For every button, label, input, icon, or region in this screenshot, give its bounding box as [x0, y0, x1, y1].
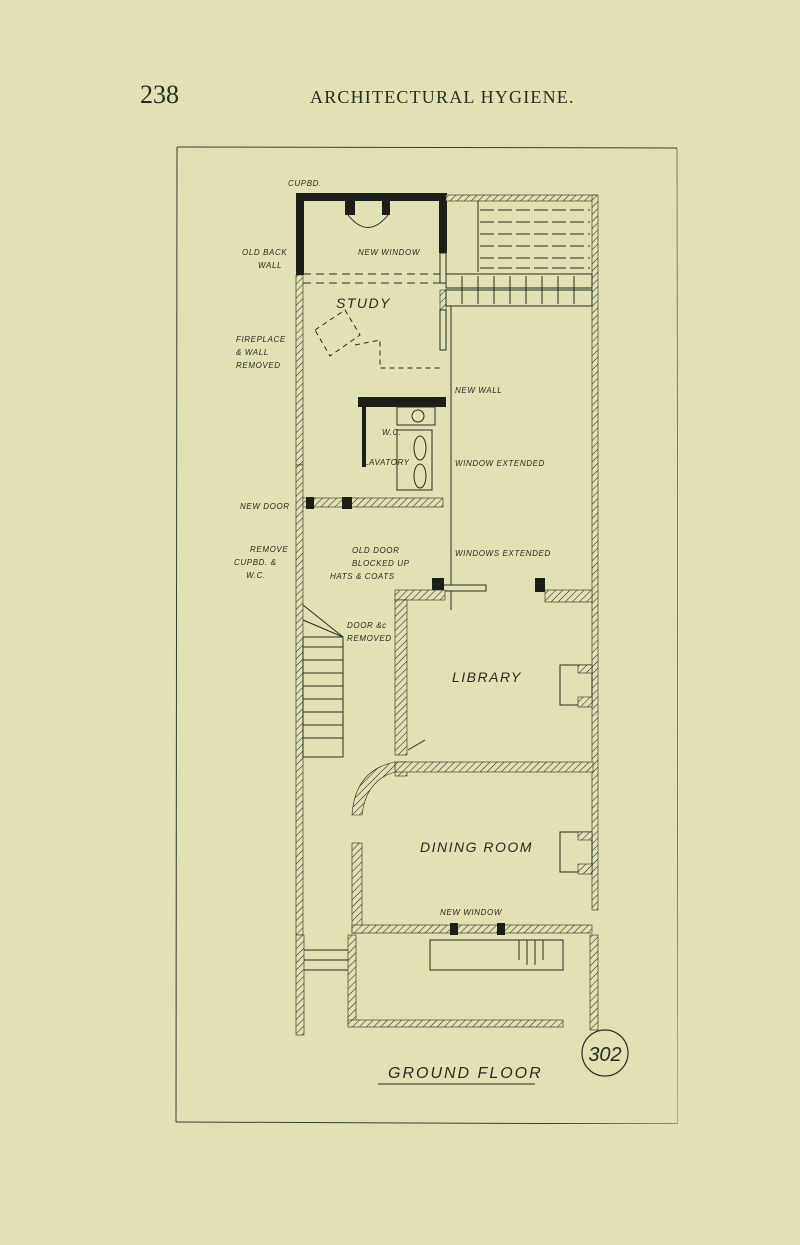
- label-fireplace: FIREPLACE: [236, 335, 286, 344]
- label-old-back-wall: OLD BACK: [242, 248, 287, 257]
- label-windows-extended: WINDOWS EXTENDED: [455, 549, 551, 558]
- label-remove-3: W.C.: [246, 571, 266, 580]
- page-number: 238: [140, 80, 179, 109]
- label-cupbd: CUPBD.: [288, 179, 322, 188]
- label-window-extended: WINDOW EXTENDED: [455, 459, 545, 468]
- label-old-back-wall-2: WALL: [258, 261, 282, 270]
- label-remove: REMOVE: [250, 545, 288, 554]
- figure-number-circle: [581, 1029, 629, 1077]
- label-blocked-up: BLOCKED UP: [352, 559, 410, 568]
- label-new-door: NEW DOOR: [240, 502, 290, 511]
- running-head: ARCHITECTURAL HYGIENE.: [310, 87, 575, 107]
- label-fireplace-3: REMOVED: [236, 361, 281, 370]
- label-hats-coats: HATS & COATS: [330, 572, 395, 581]
- wc-lavatory: [302, 397, 446, 509]
- label-lavatory: LAVATORY: [364, 458, 410, 467]
- rear-area: [295, 934, 599, 1036]
- dining-walls: [351, 761, 594, 935]
- figure-border: [175, 146, 678, 1124]
- left-wall: [295, 464, 304, 936]
- label-old-door: OLD DOOR: [352, 546, 399, 555]
- floor-plan-figure: CUPBD. OLD BACK WALL NEW WINDOW STUDY FI…: [175, 146, 678, 1124]
- label-new-window-top: NEW WINDOW: [358, 248, 421, 257]
- figure-number: 302: [588, 1044, 621, 1066]
- label-door-removed-2: REMOVED: [347, 634, 392, 643]
- label-door-removed: DOOR &c: [347, 621, 387, 630]
- hall-area: [445, 194, 599, 911]
- label-fireplace-2: & WALL: [236, 348, 269, 357]
- label-wc: W.C.: [382, 428, 402, 437]
- room-dining: DINING ROOM: [420, 839, 533, 855]
- plan-title: GROUND FLOOR: [388, 1065, 543, 1082]
- staircase: [302, 604, 344, 758]
- label-new-window-bottom: NEW WINDOW: [440, 908, 503, 917]
- label-remove-2: CUPBD. &: [234, 558, 277, 567]
- label-new-wall: NEW WALL: [455, 386, 502, 395]
- room-library: LIBRARY: [452, 669, 522, 685]
- library-walls: [394, 578, 593, 756]
- study-walls: [295, 193, 447, 466]
- room-study: STUDY: [336, 295, 391, 311]
